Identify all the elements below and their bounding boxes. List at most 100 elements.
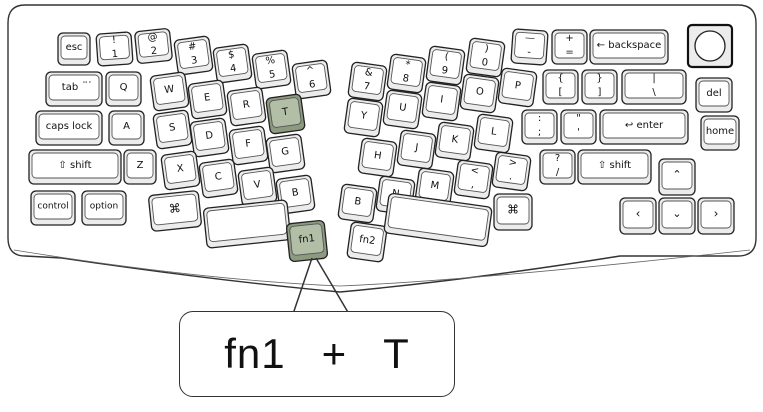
key-o: O	[459, 73, 500, 114]
key-legend: M	[430, 180, 440, 192]
key-legend: ⌘	[168, 201, 181, 216]
key-legend: ↩ enter	[625, 120, 664, 131]
key-8: *8	[386, 53, 427, 94]
key-left-shift: ⇧ shift	[28, 149, 122, 185]
key-top	[289, 223, 325, 256]
key-1: !1	[95, 31, 134, 67]
key-arrow-up: ⌃	[658, 158, 696, 196]
key-top	[425, 85, 458, 115]
key-top	[137, 31, 170, 58]
key-legend: caps lock	[46, 121, 93, 132]
key-legend: ← backspace	[597, 40, 662, 51]
key-top	[361, 141, 394, 171]
key-legend: Y	[359, 110, 368, 122]
key-top	[38, 113, 100, 140]
key-legend-bottom: 5	[268, 69, 276, 81]
key-legend: V	[253, 179, 261, 191]
key-9: (9	[425, 45, 466, 86]
key-legend-tab-marks: ⠒⠂	[82, 79, 94, 88]
key-legend-bottom: ;	[538, 127, 541, 138]
key-legend: ⌘	[507, 203, 519, 217]
key-home: home	[700, 115, 740, 151]
key-control: control	[30, 190, 76, 226]
key-legend-top: >	[508, 157, 518, 169]
key-legend: E	[203, 92, 211, 104]
key-top	[457, 163, 490, 193]
key-top	[700, 200, 732, 229]
key-legend: ⌄	[672, 207, 681, 220]
key-j: J	[396, 129, 437, 170]
key-top	[524, 112, 555, 139]
key-4: $4	[212, 43, 253, 84]
key-legend-bottom: /	[556, 167, 560, 178]
key-w: W	[149, 71, 190, 112]
key-top	[495, 155, 528, 185]
key-legend: O	[475, 86, 484, 98]
key-legend: T	[281, 107, 290, 119]
key-top	[542, 152, 573, 179]
key-3: #3	[173, 35, 214, 76]
key-legend-bottom: 6	[308, 79, 316, 91]
key-top	[624, 72, 684, 99]
key-top	[347, 101, 380, 131]
key-quote: "'	[560, 109, 597, 145]
key-legend-bottom: [	[559, 87, 563, 98]
key-top	[108, 74, 139, 101]
knob-dial	[694, 30, 726, 62]
key-legend-bottom: 9	[441, 65, 449, 77]
key-y: Y	[343, 97, 384, 138]
key-legend-bottom: =	[565, 47, 573, 58]
key-legend-top: @	[147, 32, 158, 44]
key-equal: +=	[551, 29, 588, 65]
key-top	[341, 187, 374, 217]
key-top	[156, 113, 189, 143]
key-top	[602, 112, 686, 139]
key-k: K	[434, 121, 475, 162]
rotary-knob	[686, 23, 734, 69]
key-top	[350, 225, 384, 256]
key-legend: S	[168, 122, 176, 134]
key-top	[193, 121, 226, 151]
key-top	[31, 152, 119, 179]
key-m: M	[414, 167, 455, 208]
key-r: R	[226, 86, 267, 127]
key-top	[661, 161, 693, 190]
key-top	[111, 113, 142, 140]
key-arrow-down: ⌄	[658, 197, 696, 235]
key-top	[216, 47, 249, 77]
key-top	[126, 152, 154, 179]
key-5: %5	[251, 49, 292, 90]
key-top	[429, 49, 462, 79]
key-top	[545, 72, 576, 99]
key-z: Z	[123, 149, 157, 185]
key-legend-top: }	[596, 73, 602, 84]
key-top	[661, 200, 693, 229]
key-enter: ↩ enter	[599, 109, 689, 145]
key-top	[563, 112, 594, 139]
key-legend: C	[214, 171, 222, 183]
key-legend-bottom: 4	[229, 63, 237, 75]
key-slash: ?/	[539, 149, 576, 185]
key-top	[698, 80, 730, 107]
key-top	[164, 154, 197, 184]
key-top	[514, 31, 546, 60]
key-top	[60, 35, 88, 60]
key-top	[230, 90, 263, 120]
key-legend-top: {	[557, 73, 563, 84]
key-legend: option	[90, 202, 118, 212]
key-top	[206, 202, 288, 243]
shortcut-callout: fn1 + T	[179, 311, 455, 397]
key-top	[84, 193, 124, 220]
key-top	[501, 71, 534, 101]
key-top	[584, 72, 615, 99]
key-legend-bottom: ]	[598, 87, 602, 98]
key-tab: tab⠒⠂	[45, 71, 103, 107]
key-top	[580, 152, 649, 179]
key-legend-top: ^	[305, 65, 315, 77]
shortcut-key-t: T	[383, 330, 410, 377]
key-legend-top: )	[484, 43, 489, 54]
key-legend-top: !	[112, 35, 117, 46]
key-minus: —-	[510, 28, 549, 66]
key-x: X	[160, 150, 201, 191]
key-legend-top: &	[364, 67, 373, 79]
